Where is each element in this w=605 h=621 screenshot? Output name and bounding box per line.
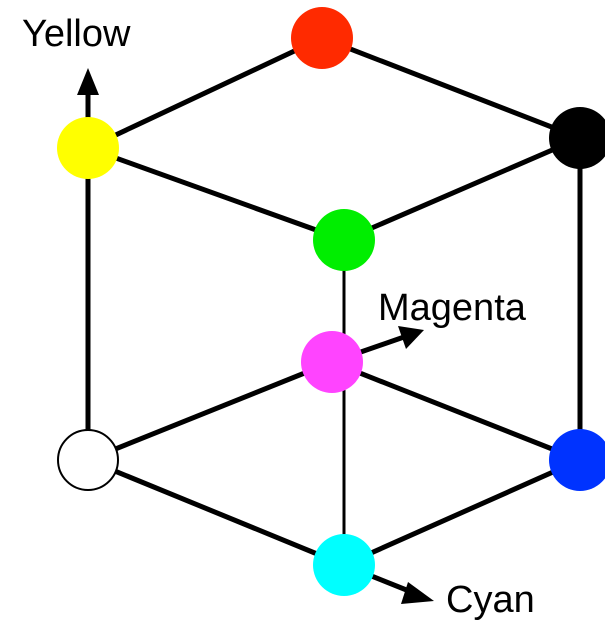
cube-vertices	[57, 7, 605, 596]
cyan-axis-arrowhead	[401, 582, 434, 604]
vertex-white	[57, 429, 119, 491]
edge-red-yellow	[86, 35, 324, 151]
edge-red-black	[321, 35, 581, 141]
edge-yellow-green	[87, 145, 345, 243]
cube-edges	[85, 35, 583, 568]
vertex-magenta	[301, 331, 363, 393]
edge-white-magenta	[87, 359, 333, 463]
vertex-cyan	[313, 534, 375, 596]
magenta-axis-arrowhead	[398, 326, 424, 349]
edge-cyan-blue	[342, 457, 582, 568]
yellow-axis-label: Yellow	[22, 13, 131, 55]
cyan-axis-label: Cyan	[446, 579, 535, 621]
vertex-green	[313, 209, 375, 271]
magenta-axis-label: Magenta	[378, 287, 527, 329]
axis-arrows	[77, 68, 434, 604]
edge-magenta-blue	[331, 359, 581, 463]
yellow-axis-arrowhead	[77, 68, 99, 95]
vertex-red	[291, 7, 353, 69]
vertex-black	[549, 107, 605, 169]
vertex-blue	[549, 429, 605, 491]
edge-black-green	[343, 135, 581, 243]
vertex-yellow	[57, 117, 119, 179]
edge-white-cyan	[87, 457, 345, 568]
